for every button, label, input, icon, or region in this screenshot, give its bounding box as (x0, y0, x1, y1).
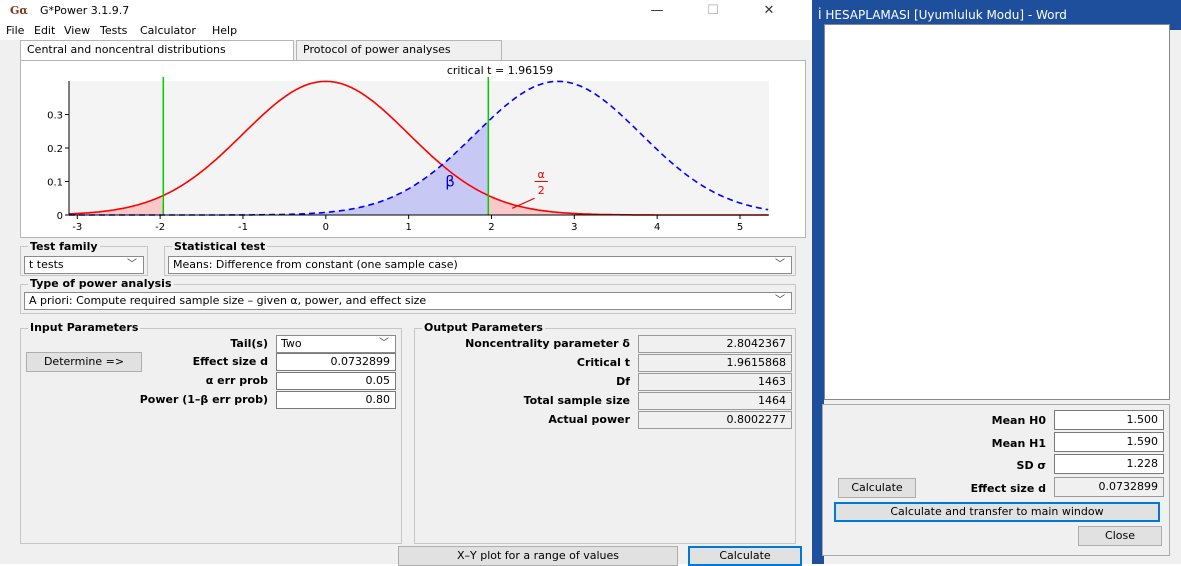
maximize-icon[interactable]: ☐ (707, 3, 719, 18)
mean-h1-input[interactable]: 1.590 (1054, 432, 1164, 452)
statistical-test-group (164, 246, 796, 276)
noncentral-distribution-curve (69, 80, 769, 216)
window-title: G*Power 3.1.9.7 (40, 4, 130, 17)
chart-title: critical t = 1.96159 (447, 64, 553, 77)
transfer-button[interactable]: Calculate and transfer to main window (834, 502, 1160, 522)
menu-help[interactable]: Help (212, 24, 238, 37)
chevron-down-icon: ﹀ (775, 295, 785, 306)
menu-view[interactable]: View (64, 24, 91, 37)
statistical-test-select[interactable]: Means: Difference from constant (one sam… (168, 256, 792, 274)
tab-protocol[interactable]: Protocol of power analyses (296, 40, 502, 60)
xy-plot-button[interactable]: X–Y plot for a range of values (398, 546, 678, 566)
power-input[interactable]: 0.80 (276, 391, 396, 409)
x-tick-label: 3 (571, 222, 577, 233)
output-parameters-label: Output Parameters (422, 321, 545, 334)
x-tick-label: 1 (405, 222, 411, 233)
x-tick-label: -1 (238, 222, 248, 233)
word-window-edge (812, 30, 824, 564)
input-parameters-label: Input Parameters (28, 321, 141, 334)
side-calculate-button[interactable]: Calculate (838, 478, 916, 498)
x-tick-label: 4 (654, 222, 660, 233)
critical-t-label: Critical t (576, 356, 630, 369)
beta-area (69, 121, 489, 215)
alpha-right-area (488, 195, 769, 215)
noncentrality-value: 2.8042367 (638, 335, 792, 353)
close-icon[interactable]: ✕ (763, 3, 775, 18)
power-label: Power (1–β err prob) (139, 393, 268, 406)
mean-h0-input[interactable]: 1.500 (1054, 410, 1164, 430)
side-close-button[interactable]: Close (1078, 526, 1162, 546)
df-value: 1463 (638, 373, 792, 391)
gpower-app-icon: Gα (10, 4, 28, 17)
effect-size-window-blank-area (824, 24, 1170, 400)
x-tick-label: -3 (72, 222, 82, 233)
menu-bar: File Edit View Tests Calculator Help (0, 22, 812, 40)
chevron-down-icon: ﹀ (127, 259, 137, 270)
x-tick-label: 0 (323, 222, 329, 233)
beta-label: β (445, 173, 455, 191)
mean-h0-label: Mean H0 (991, 414, 1046, 427)
sd-label: SD σ (1016, 459, 1046, 472)
determine-button[interactable]: Determine => (26, 352, 142, 372)
power-analysis-group (20, 284, 796, 314)
power-analysis-select[interactable]: A priori: Compute required sample size –… (24, 292, 792, 310)
calculate-button[interactable]: Calculate (688, 546, 802, 566)
title-bar: Gα G*Power 3.1.9.7 — ☐ ✕ (0, 0, 812, 22)
df-label: Df (616, 375, 630, 388)
power-analysis-label: Type of power analysis (28, 277, 174, 290)
mean-h1-label: Mean H1 (991, 437, 1046, 450)
alpha-left-area (69, 196, 164, 215)
input-parameters-group (20, 328, 402, 544)
alpha-err-label: α err prob (205, 374, 268, 387)
tab-distributions[interactable]: Central and noncentral distributions (20, 40, 294, 61)
tails-select[interactable]: Two ﹀ (276, 335, 396, 353)
distribution-chart-panel: critical t = 1.96159 -3 -2 -1 0 1 2 3 4 5 0 0.1 0.2… (20, 60, 806, 238)
menu-edit[interactable]: Edit (34, 24, 56, 37)
tails-label: Tail(s) (230, 337, 268, 350)
total-sample-size-value: 1464 (638, 392, 792, 410)
effect-size-input[interactable]: 0.0732899 (276, 353, 396, 371)
actual-power-label: Actual power (548, 413, 630, 426)
alpha-label-denominator: 2 (538, 184, 545, 197)
x-tick-label: -2 (155, 222, 165, 233)
y-tick-label: 0 (57, 211, 63, 222)
actual-power-value: 0.8002277 (638, 411, 792, 429)
chevron-down-icon: ﹀ (379, 338, 389, 349)
test-family-label: Test family (28, 240, 100, 253)
x-tick-label: 5 (737, 222, 743, 233)
menu-calculator[interactable]: Calculator (140, 24, 196, 37)
menu-file[interactable]: File (6, 24, 25, 37)
alpha-label-numerator: α (538, 168, 545, 181)
sd-input[interactable]: 1.228 (1054, 454, 1164, 474)
effect-size-label: Effect size d (192, 355, 268, 368)
chart-plot-area: -3 -2 -1 0 1 2 3 4 5 0 0.1 0.2 0.3 β α 2 (47, 77, 769, 233)
tails-value: Two (281, 337, 302, 350)
test-family-select[interactable]: t tests ﹀ (24, 256, 144, 274)
total-sample-size-label: Total sample size (523, 394, 630, 407)
statistical-test-value: Means: Difference from constant (one sam… (173, 258, 458, 271)
y-tick-label: 0.2 (47, 144, 63, 155)
chevron-down-icon: ﹀ (775, 259, 785, 270)
test-family-value: t tests (29, 258, 64, 271)
noncentrality-label: Noncentrality parameter δ (465, 337, 630, 350)
menu-tests[interactable]: Tests (100, 24, 128, 37)
output-parameters-group (414, 328, 796, 544)
x-tick-label: 2 (488, 222, 494, 233)
alpha-err-input[interactable]: 0.05 (276, 372, 396, 390)
y-tick-label: 0.1 (47, 178, 63, 189)
side-effect-size-label: Effect size d (970, 482, 1046, 495)
critical-t-value: 1.9615868 (638, 354, 792, 372)
statistical-test-label: Statistical test (172, 240, 268, 253)
power-analysis-value: A priori: Compute required sample size –… (29, 294, 427, 307)
alpha-pointer (511, 197, 535, 209)
distribution-chart: critical t = 1.96159 -3 -2 -1 0 1 2 3 4 5 0 0.1 0.2… (47, 64, 769, 233)
minimize-icon[interactable]: — (650, 3, 664, 18)
side-effect-size-value: 0.0732899 (1054, 477, 1164, 497)
y-tick-label: 0.3 (47, 111, 63, 122)
